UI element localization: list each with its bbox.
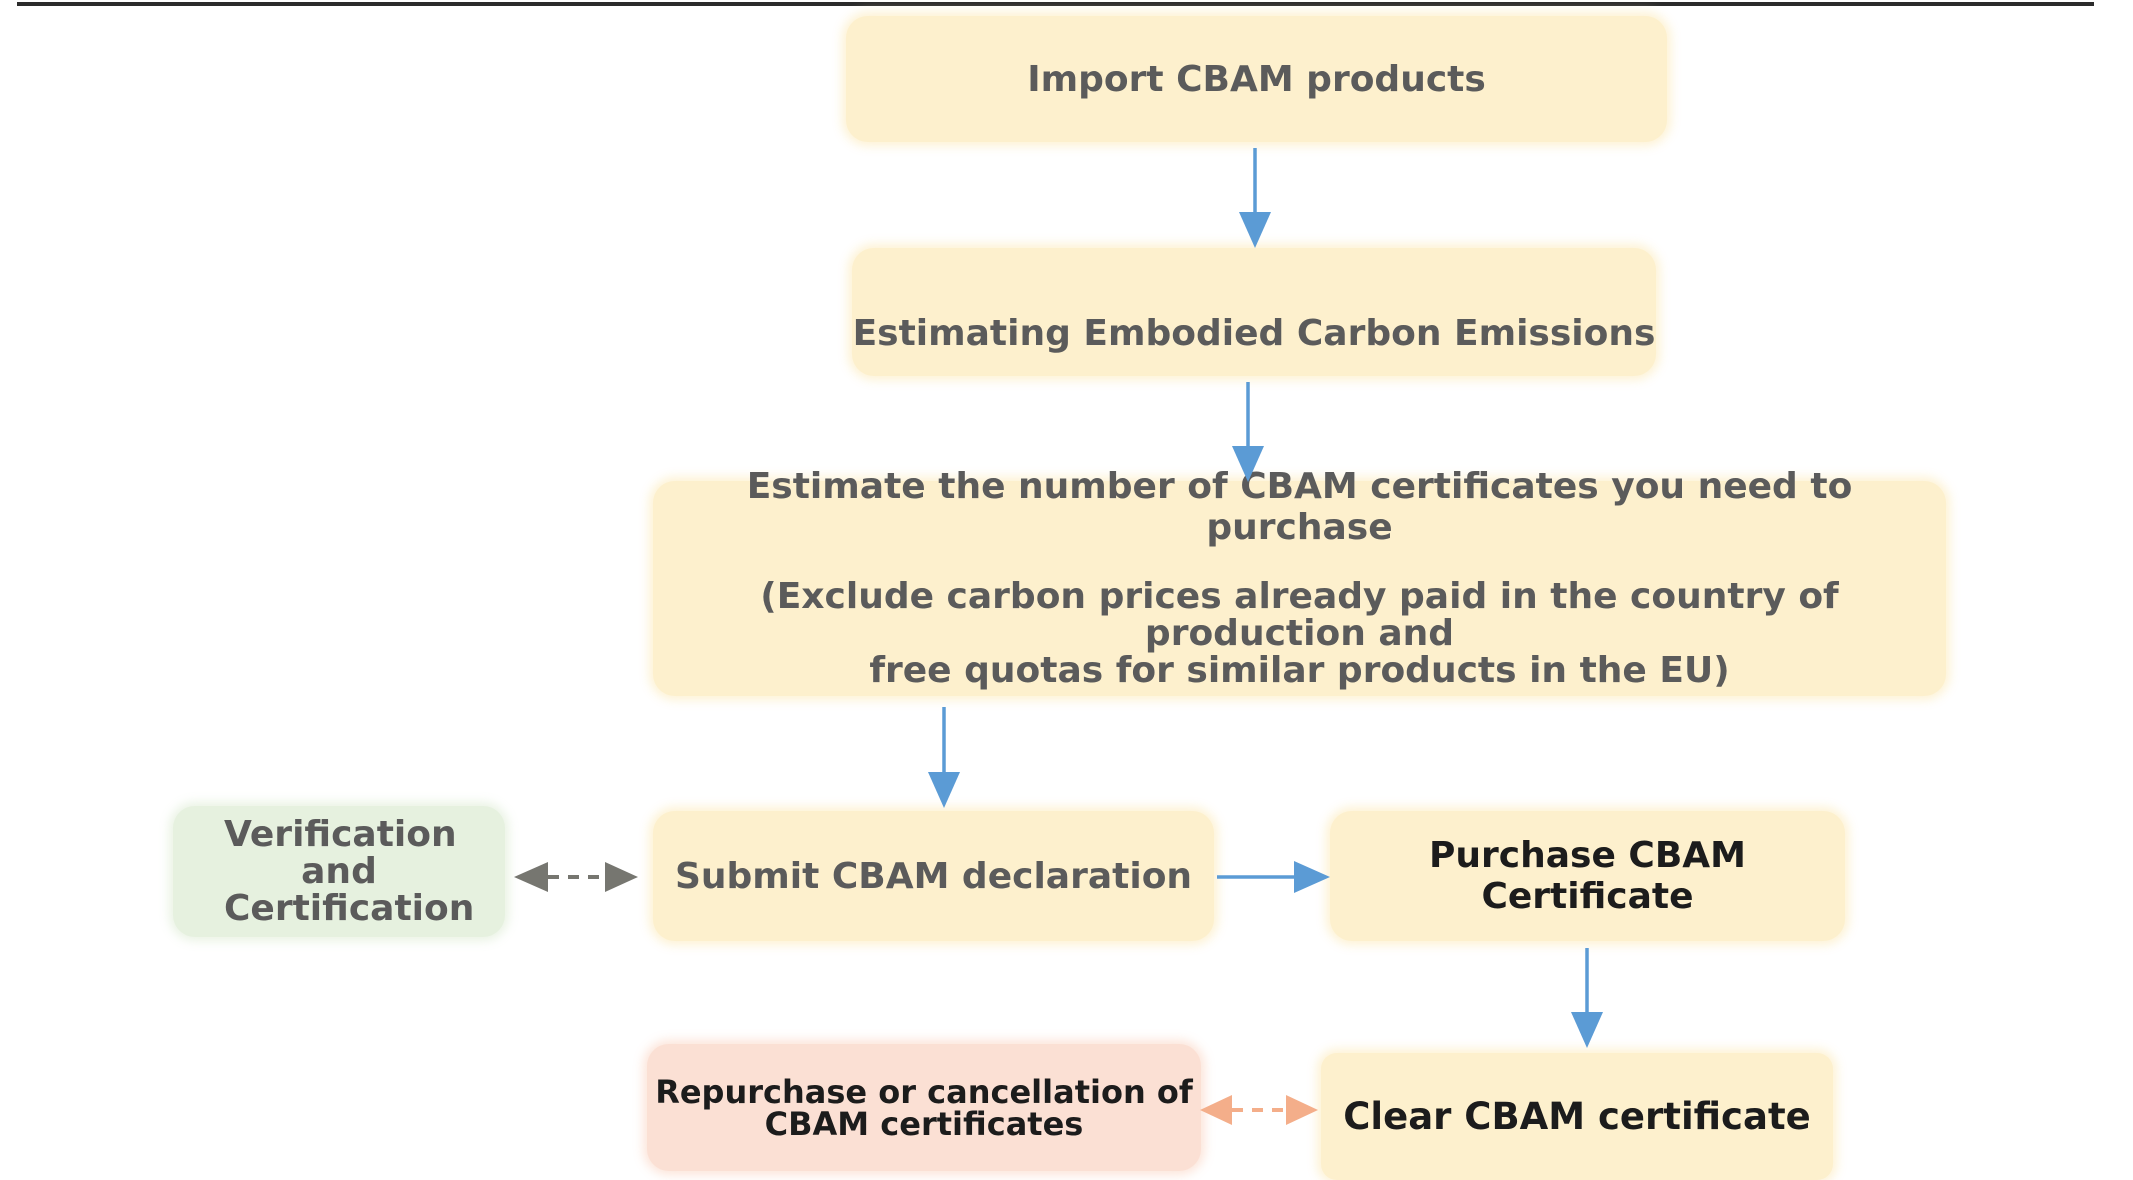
arrow-repurchase-clear-bidirectional xyxy=(1200,1095,1318,1125)
arrow-verification-submit-bidirectional xyxy=(514,862,638,892)
node-estimate-certificates: Estimate the number of CBAM certificates… xyxy=(653,466,1946,696)
node-label: Clear CBAM certificate xyxy=(1343,1095,1811,1138)
node-label: Submit CBAM declaration xyxy=(674,855,1193,897)
arrow-certificates-to-submit xyxy=(928,707,960,808)
node-label: Estimate the number of CBAM certificates… xyxy=(746,466,1853,548)
arrow-submit-to-purchase xyxy=(1217,861,1330,893)
node-repurchase-cancellation: Repurchase or cancellation of CBAM certi… xyxy=(647,1044,1201,1171)
node-note-line-2: free quotas for similar products in the … xyxy=(869,650,1730,691)
top-divider-line xyxy=(17,2,2094,6)
node-estimating-embodied-emissions: Estimating Embodied Carbon Emissions xyxy=(852,248,1656,376)
node-submit-declaration: Submit CBAM declaration xyxy=(653,811,1214,941)
node-import-cbam-products: Import CBAM products xyxy=(846,16,1667,142)
node-label: Estimating Embodied Carbon Emissions xyxy=(852,312,1656,354)
node-note-line-1: (Exclude carbon prices already paid in t… xyxy=(760,576,1839,654)
node-note: (Exclude carbon prices already paid in t… xyxy=(653,578,1946,689)
node-label: Purchase CBAM Certificate xyxy=(1429,835,1746,917)
node-label-line-2: CBAM certificates xyxy=(764,1104,1084,1143)
node-label: Verification and Certification xyxy=(224,814,475,929)
node-label-line-1: Repurchase or cancellation of xyxy=(655,1072,1193,1111)
node-label: Import CBAM products xyxy=(1027,58,1486,100)
node-clear-certificate: Clear CBAM certificate xyxy=(1321,1053,1833,1180)
node-label: Repurchase or cancellation of CBAM certi… xyxy=(655,1076,1193,1140)
node-purchase-certificate: Purchase CBAM Certificate xyxy=(1330,811,1845,941)
arrow-import-to-estimating xyxy=(1239,148,1271,248)
arrow-purchase-to-clear xyxy=(1571,948,1603,1048)
node-verification-certification: Verification and Certification xyxy=(173,806,505,937)
